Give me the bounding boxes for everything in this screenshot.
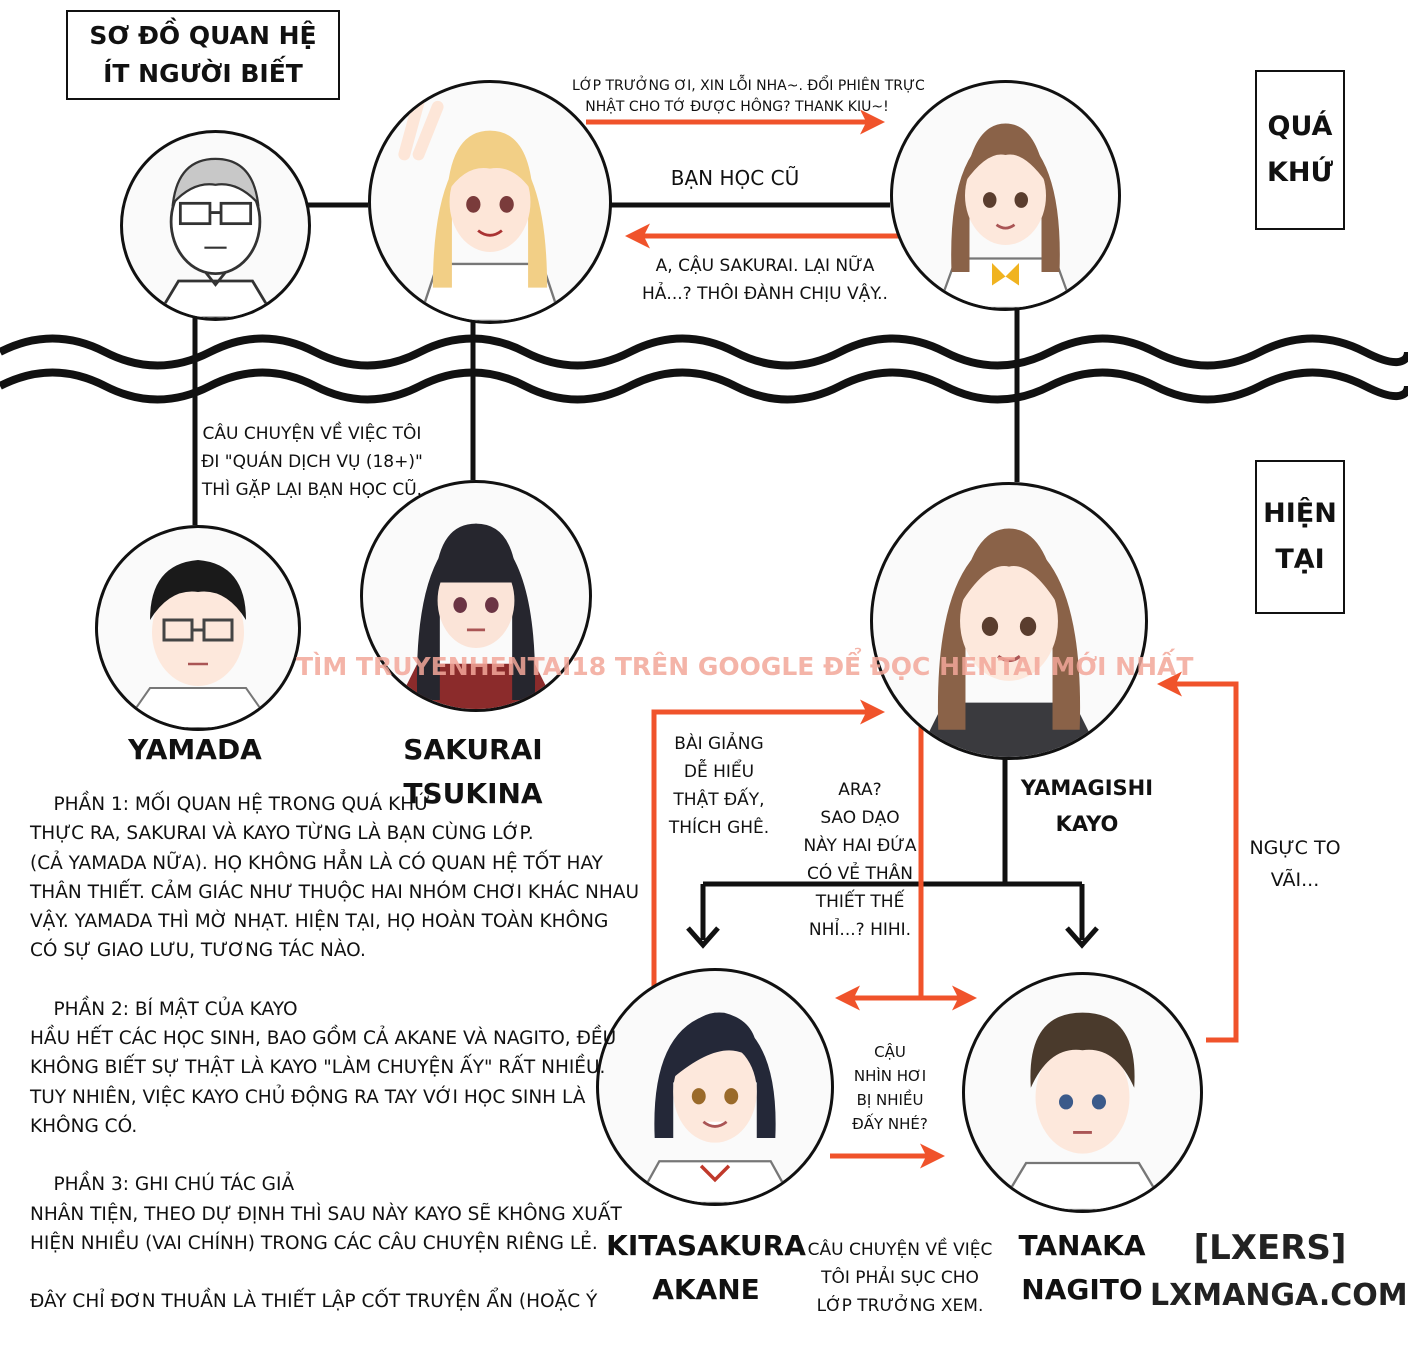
explanation-line: HẦU HẾT CÁC HỌC SINH, BAO GỒM CẢ AKANE V… (30, 1028, 617, 1050)
note-kayo-thought-line-3: NÀY HAI ĐỨA (803, 836, 917, 856)
note-akane-story-line-3: LỚP TRƯỞNG XEM. (816, 1296, 984, 1316)
title-box: SƠ ĐỒ QUAN HỆ ÍT NGƯỜI BIẾT (66, 10, 340, 100)
name-akane: KITASAKURA AKANE (606, 1224, 806, 1312)
period-present-line-2: TẠI (1275, 544, 1325, 575)
explanation-line (30, 1141, 590, 1170)
note-akane-story-line-1: CÂU CHUYỆN VỀ VIỆC (807, 1240, 993, 1260)
name-sakurai-line-2: TSUKINA (403, 777, 543, 810)
note-nagito-to-kayo-line-1: NGỰC TO (1249, 837, 1341, 859)
portrait-yamada (95, 525, 301, 731)
note-akane-to-nagito-line-1: CẬU (874, 1043, 906, 1061)
name-nagito: TANAKA NAGITO (982, 1224, 1182, 1312)
name-kayo-line-1: YAMAGISHI (1020, 776, 1154, 800)
name-sakurai-line-1: SAKURAI (403, 733, 543, 766)
name-akane-line-2: AKANE (652, 1273, 760, 1306)
note-kayo-thought-line-2: SAO DẠO (820, 808, 900, 828)
note-kayo-to-sakurai-line-1: A, CẬU SAKURAI. LẠI NỮA (655, 256, 875, 276)
explanation-line: KHÔNG BIẾT SỰ THẬT LÀ KAYO "LÀM CHUYỆN Ấ… (30, 1057, 606, 1079)
note-yamada-story-line-1: CÂU CHUYỆN VỀ VIỆC TÔI (202, 424, 422, 444)
explanation-line: KHÔNG CÓ. (30, 1115, 138, 1137)
name-kayo-line-2: KAYO (1055, 812, 1119, 836)
time-break-wave (0, 334, 1408, 404)
note-yamada-story-line-2: ĐI "QUÁN DỊCH VỤ (18+)" (201, 452, 423, 472)
explanation-line: CÓ SỰ GIAO LƯU, TƯƠNG TÁC NÀO. (30, 940, 366, 962)
explanation-line: HIỆN NHIỀU (VAI CHÍNH) TRONG CÁC CÂU CHU… (30, 1232, 598, 1254)
explanation-line: (CẢ YAMADA NỮA). HỌ KHÔNG HẲN LÀ CÓ QUAN… (30, 852, 603, 874)
title-line-2: ÍT NGƯỜI BIẾT (103, 59, 303, 88)
note-akane-to-nagito-line-4: ĐẤY NHÉ? (852, 1115, 928, 1133)
explanation-line: PHẦN 2: BÍ MẬT CỦA KAYO (30, 998, 298, 1020)
explanation-line: PHẦN 3: GHI CHÚ TÁC GIẢ (30, 1174, 295, 1196)
explanation-line: ĐÂY CHỈ ĐƠN THUẦN LÀ THIẾT LẬP CỐT TRUYỆ… (30, 1291, 598, 1313)
brand-site: LXMANGA.COM (1150, 1278, 1408, 1313)
portrait-sakurai (360, 480, 592, 712)
note-sakurai-to-kayo-line-1: LỚP TRƯỞNG ƠI, XIN LỖI NHA~. ĐỔI PHIÊN T… (572, 78, 925, 94)
period-past-line-1: QUÁ (1267, 111, 1333, 142)
note-kayo-thought: ARA? SAO DẠO NÀY HAI ĐỨA CÓ VẺ THÂN THIẾ… (800, 776, 920, 944)
explanation-line: THÂN THIẾT. CẢM GIÁC NHƯ THUỘC HAI NHÓM … (30, 881, 639, 903)
explanation-text: PHẦN 1: MỐI QUAN HỆ TRONG QUÁ KHỨ THỰC R… (30, 790, 639, 1316)
period-past-box: QUÁ KHỨ (1255, 70, 1345, 230)
note-akane-to-nagito: CẬU NHÌN HƠI BỊ NHIỀU ĐẤY NHÉ? (840, 1040, 940, 1136)
name-nagito-line-2: NAGITO (1021, 1273, 1143, 1306)
note-kayo-thought-line-4: CÓ VẺ THÂN (807, 864, 913, 884)
note-akane-to-nagito-line-2: NHÌN HƠI (853, 1067, 927, 1085)
name-kayo: YAMAGISHI KAYO (1000, 770, 1174, 842)
period-present-line-1: HIỆN (1263, 498, 1337, 529)
note-akane-to-nagito-line-3: BỊ NHIỀU (856, 1091, 924, 1109)
portrait-kayo-past (890, 80, 1121, 311)
name-sakurai: SAKURAI TSUKINA (373, 728, 573, 816)
name-nagito-line-1: TANAKA (1018, 1229, 1146, 1262)
explanation-line: VẬY. YAMADA THÌ MỜ NHẠT. HIỆN TẠI, HỌ HO… (30, 911, 609, 933)
explanation-line (30, 1258, 590, 1287)
explanation-line: THỰC RA, SAKURAI VÀ KAYO TỪNG LÀ BẠN CÙN… (30, 823, 534, 845)
note-kayo-thought-line-6: NHỈ...? HIHI. (808, 920, 912, 940)
note-akane-to-kayo-line-4: THÍCH GHÊ. (668, 818, 770, 838)
note-akane-story-line-2: TÔI PHẢI SỤC CHO (821, 1268, 979, 1288)
note-kayo-thought-line-1: ARA? (838, 780, 882, 800)
portrait-kayo (870, 482, 1148, 760)
note-kayo-thought-line-5: THIẾT THẾ (815, 892, 905, 912)
explanation-line: NHÂN TIỆN, THEO DỰ ĐỊNH THÌ SAU NÀY KAYO… (30, 1203, 622, 1225)
note-classmates: BẠN HỌC CŨ (670, 166, 800, 190)
portrait-akane (596, 968, 834, 1206)
note-nagito-to-kayo: NGỰC TO VÃI... (1240, 832, 1350, 896)
period-past-line-2: KHỨ (1266, 157, 1334, 188)
name-akane-line-1: KITASAKURA (606, 1229, 806, 1262)
note-kayo-to-sakurai: A, CẬU SAKURAI. LẠI NỮA HẢ...? THÔI ĐÀNH… (630, 252, 900, 308)
explanation-line (30, 966, 590, 995)
note-yamada-story-line-3: THÌ GẶP LẠI BẠN HỌC CŨ. (201, 480, 423, 500)
portrait-yamada-past (120, 130, 311, 321)
note-akane-to-kayo-line-3: THẬT ĐẤY, (673, 790, 765, 810)
note-sakurai-to-kayo: LỚP TRƯỞNG ƠI, XIN LỖI NHA~. ĐỔI PHIÊN T… (572, 76, 925, 118)
title-line-1: SƠ ĐỒ QUAN HỆ (89, 21, 317, 50)
portrait-sakurai-past (368, 80, 612, 324)
note-nagito-to-kayo-line-2: VÃI... (1270, 869, 1320, 891)
note-akane-to-kayo: BÀI GIẢNG DỄ HIỂU THẬT ĐẤY, THÍCH GHÊ. (664, 730, 774, 842)
note-kayo-to-sakurai-line-2: HẢ...? THÔI ĐÀNH CHỊU VẬY.. (642, 284, 888, 304)
explanation-line: TUY NHIÊN, VIỆC KAYO CHỦ ĐỘNG RA TAY VỚI… (30, 1086, 586, 1108)
name-yamada: YAMADA (128, 733, 262, 766)
note-akane-to-kayo-line-1: BÀI GIẢNG (674, 734, 764, 754)
brand-lxers: [LXERS] (1193, 1228, 1347, 1268)
period-present-box: HIỆN TẠI (1255, 460, 1345, 614)
note-akane-story: CÂU CHUYỆN VỀ VIỆC TÔI PHẢI SỤC CHO LỚP … (800, 1236, 1000, 1320)
note-sakurai-to-kayo-line-2: NHẬT CHO TỚ ĐƯỢC HÔNG? THANK KIU~! (585, 99, 889, 115)
note-yamada-story: CÂU CHUYỆN VỀ VIỆC TÔI ĐI "QUÁN DỊCH VỤ … (196, 420, 428, 504)
explanation-line: PHẦN 1: MỐI QUAN HỆ TRONG QUÁ KHỨ (30, 794, 430, 815)
watermark-text: TÌM TRUYENHENTAI18 TRÊN GOOGLE ĐỂ ĐỌC HE… (296, 652, 1194, 681)
portrait-nagito (962, 972, 1203, 1213)
note-akane-to-kayo-line-2: DỄ HIỂU (683, 762, 755, 782)
